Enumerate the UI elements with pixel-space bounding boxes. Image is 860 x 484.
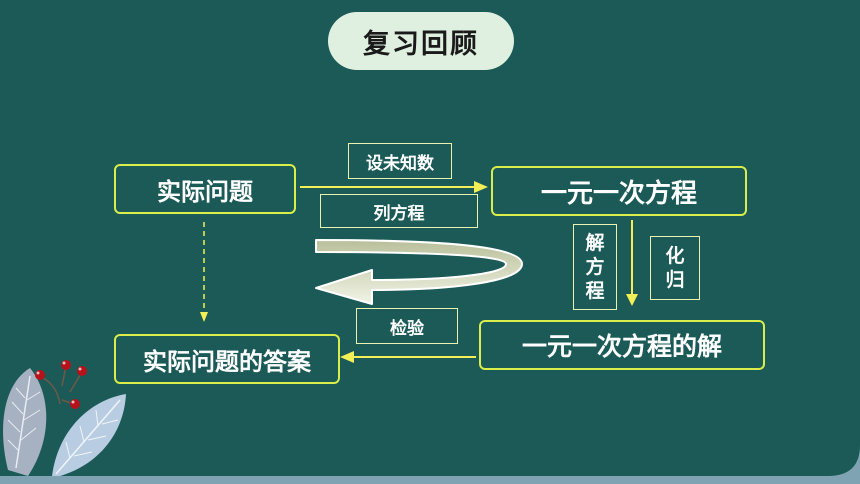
label-reduce-char-1: 化 [665, 245, 685, 267]
curved-return-arrow [315, 239, 523, 305]
dashed-arrow-problem-to-answer [200, 222, 208, 322]
label-solve-char-1: 解 [585, 232, 605, 254]
arrow-solution-to-answer [340, 351, 476, 363]
label-verify: 检验 [356, 308, 458, 344]
label-solve-equation: 解 方 程 [573, 224, 617, 310]
node-linear-equation: 一元一次方程 [491, 166, 747, 216]
label-reduce: 化 归 [650, 236, 700, 300]
label-set-unknown: 设未知数 [348, 143, 452, 179]
arrow-equation-to-solution [626, 220, 638, 306]
arrow-problem-to-equation [300, 181, 488, 193]
berry-branch-decoration [35, 360, 87, 409]
label-list-equation: 列方程 [320, 194, 478, 228]
node-real-problem: 实际问题 [114, 164, 296, 214]
label-solve-char-3: 程 [585, 280, 605, 302]
node-problem-answer: 实际问题的答案 [114, 334, 340, 384]
page-title: 复习回顾 [328, 12, 514, 70]
label-reduce-char-2: 归 [665, 269, 685, 291]
leaf-decoration [3, 368, 126, 476]
node-equation-solution: 一元一次方程的解 [479, 320, 765, 370]
label-solve-char-2: 方 [585, 256, 605, 278]
